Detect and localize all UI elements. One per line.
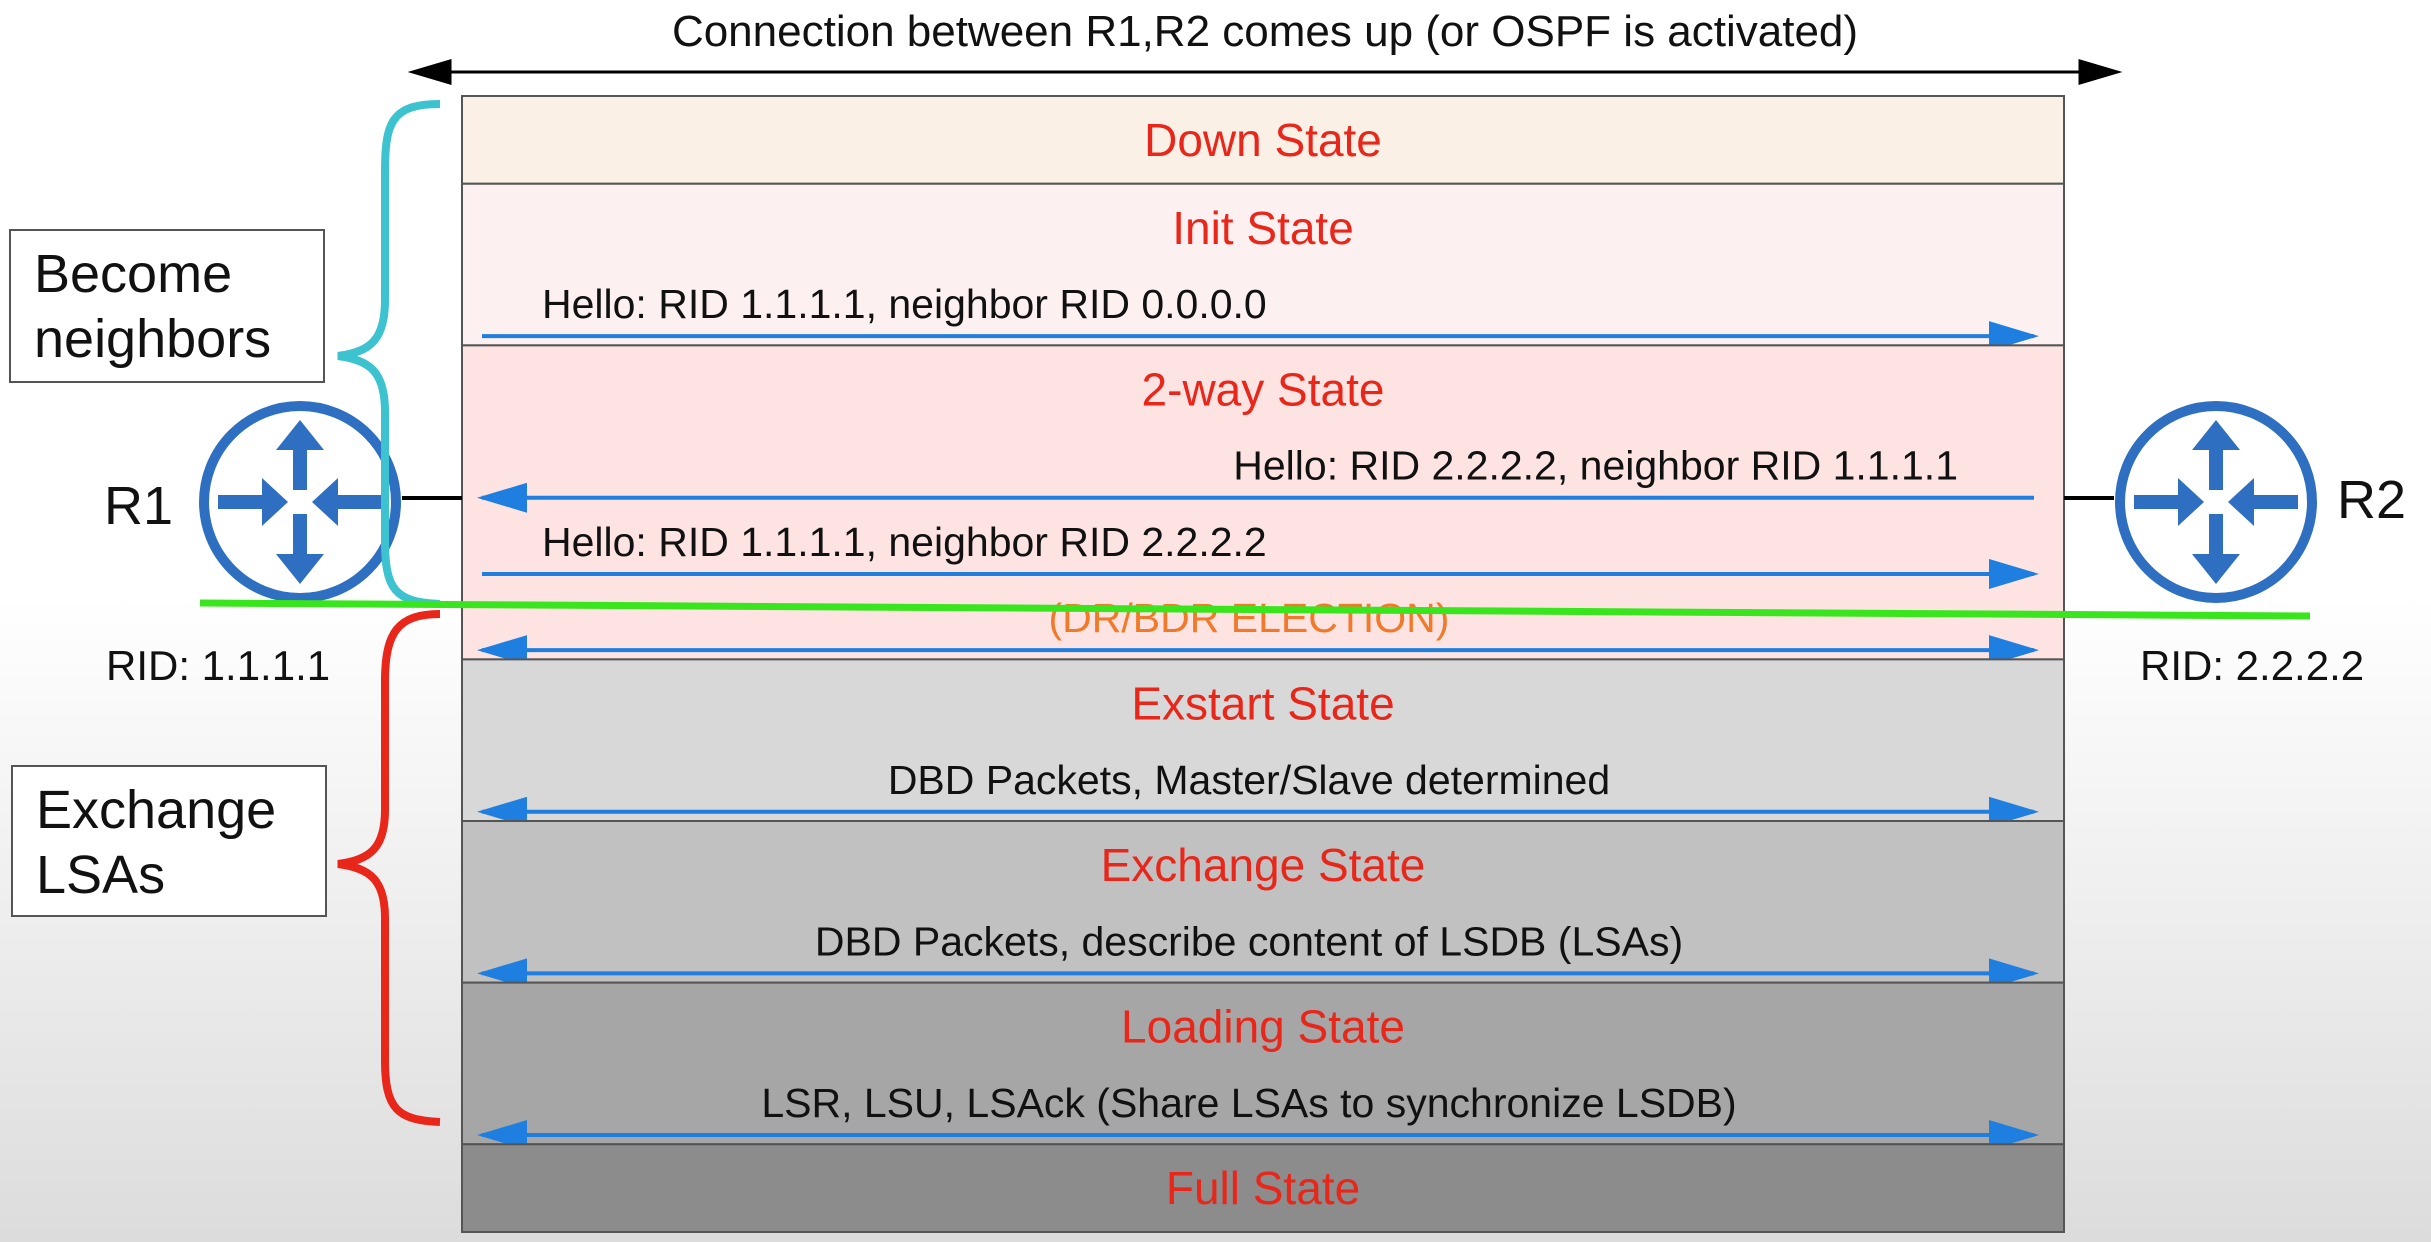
message-label: Hello: RID 2.2.2.2, neighbor RID 1.1.1.1	[1233, 443, 1958, 489]
router-r2: R2 RID: 2.2.2.2	[2064, 401, 2406, 689]
group-exchange-lsas: Exchange LSAs	[11, 610, 441, 1126]
router-r2-name: R2	[2337, 470, 2406, 530]
router-r1: R1 RID: 1.1.1.1	[104, 401, 462, 689]
state-row-background	[461, 820, 2065, 984]
phase-divider-line	[199, 599, 2311, 620]
group-become-neighbors-box	[9, 229, 325, 383]
state-row: Down State	[461, 95, 2065, 185]
router-r1-icon	[199, 401, 401, 603]
router-r2-rid: RID: 2.2.2.2	[2140, 642, 2364, 689]
group-become-neighbors: Become neighbors	[9, 100, 441, 608]
message-label: Hello: RID 1.1.1.1, neighbor RID 0.0.0.0	[542, 281, 1267, 327]
group-become-neighbors-label: Become neighbors	[34, 244, 271, 369]
state-title: Full State	[1166, 1162, 1360, 1214]
state-row-background	[461, 658, 2065, 823]
state-title: Init State	[1172, 202, 1354, 254]
state-title: Exstart State	[1131, 677, 1394, 729]
state-title: Exchange State	[1101, 839, 1426, 891]
group-exchange-lsas-bracket	[337, 610, 441, 1126]
group-exchange-lsas-box	[11, 765, 327, 917]
router-r1-rid: RID: 1.1.1.1	[106, 642, 330, 689]
message-label: LSR, LSU, LSAck (Share LSAs to synchroni…	[761, 1080, 1736, 1126]
state-row: Full State	[461, 1143, 2065, 1233]
state-title: Loading State	[1121, 1001, 1405, 1053]
state-title: Down State	[1144, 114, 1382, 166]
router-r1-name: R1	[104, 476, 173, 536]
state-row-background	[461, 1143, 2065, 1233]
state-row-background	[461, 182, 2065, 347]
header-label: Connection between R1,R2 comes up (or OS…	[672, 7, 1858, 56]
group-exchange-lsas-label: Exchange LSAs	[36, 780, 291, 905]
group-become-neighbors-bracket	[337, 100, 441, 608]
message-label: DBD Packets, Master/Slave determined	[888, 757, 1610, 803]
router-r2-icon	[2115, 401, 2317, 603]
state-title: 2-way State	[1142, 363, 1385, 415]
header: Connection between R1,R2 comes up (or OS…	[407, 7, 2123, 85]
message-label: DBD Packets, describe content of LSDB (L…	[815, 918, 1683, 964]
message-label: (DR/BDR ELECTION)	[1049, 595, 1450, 641]
message-label: Hello: RID 1.1.1.1, neighbor RID 2.2.2.2	[542, 519, 1267, 565]
